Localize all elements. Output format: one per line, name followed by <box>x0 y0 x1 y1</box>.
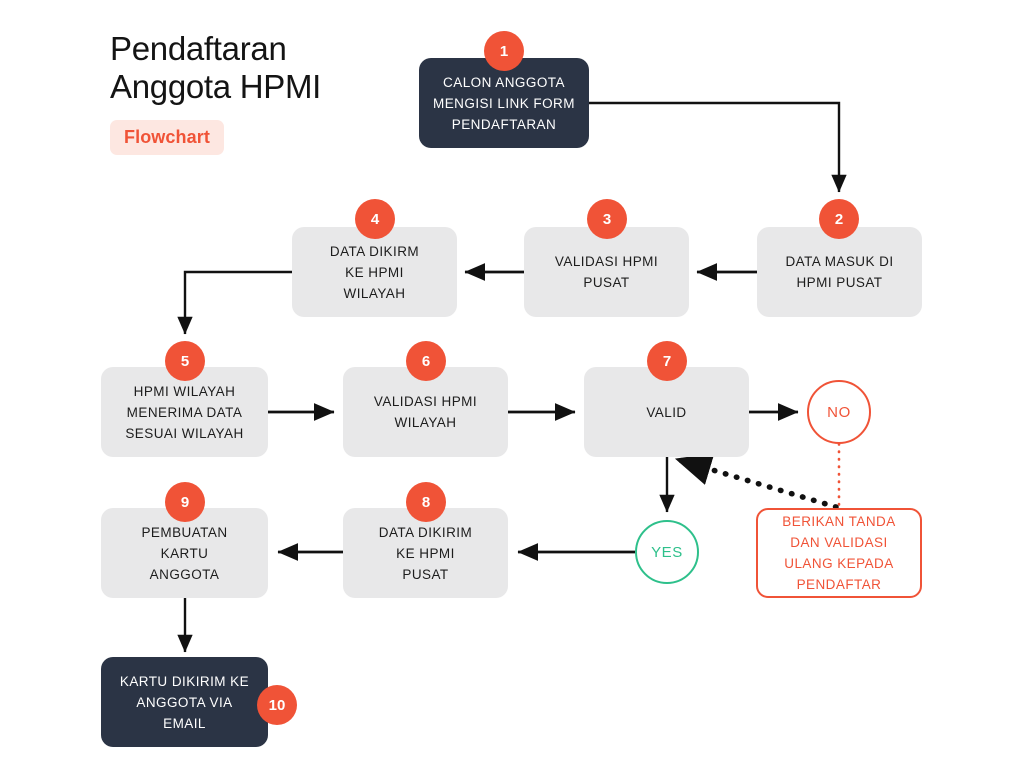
page-title: Pendaftaran Anggota HPMI <box>110 30 322 105</box>
decision-yes[interactable]: YES <box>635 520 699 584</box>
step-badge-9: 9 <box>165 482 205 522</box>
step-badge-1: 1 <box>484 31 524 71</box>
connector-1-to-2 <box>589 101 847 193</box>
node-1[interactable]: CALON ANGGOTA MENGISI LINK FORM PENDAFTA… <box>419 58 589 148</box>
decision-no[interactable]: NO <box>807 380 871 444</box>
step-badge-5: 5 <box>165 341 205 381</box>
node-8[interactable]: DATA DIKIRIM KE HPMI PUSAT <box>343 508 508 598</box>
step-badge-4: 4 <box>355 199 395 239</box>
header-block: Pendaftaran Anggota HPMI Flowchart <box>110 30 410 155</box>
node-9[interactable]: PEMBUATAN KARTU ANGGOTA <box>101 508 268 598</box>
connector-fixbox-to-7 <box>673 453 839 510</box>
flowchart-badge: Flowchart <box>110 120 224 155</box>
step-badge-8: 8 <box>406 482 446 522</box>
step-badge-6: 6 <box>406 341 446 381</box>
node-7[interactable]: VALID <box>584 367 749 457</box>
node-6[interactable]: VALIDASI HPMI WILAYAH <box>343 367 508 457</box>
node-revalidation[interactable]: BERIKAN TANDA DAN VALIDASI ULANG KEPADA … <box>756 508 922 598</box>
node-10[interactable]: KARTU DIKIRIM KE ANGGOTA VIA EMAIL <box>101 657 268 747</box>
node-5[interactable]: HPMI WILAYAH MENERIMA DATA SESUAI WILAYA… <box>101 367 268 457</box>
step-badge-3: 3 <box>587 199 627 239</box>
step-badge-7: 7 <box>647 341 687 381</box>
node-4[interactable]: DATA DIKIRM KE HPMI WILAYAH <box>292 227 457 317</box>
node-3[interactable]: VALIDASI HPMI PUSAT <box>524 227 689 317</box>
step-badge-2: 2 <box>819 199 859 239</box>
connector-4-to-5 <box>177 270 292 335</box>
node-2[interactable]: DATA MASUK DI HPMI PUSAT <box>757 227 922 317</box>
step-badge-10: 10 <box>257 685 297 725</box>
